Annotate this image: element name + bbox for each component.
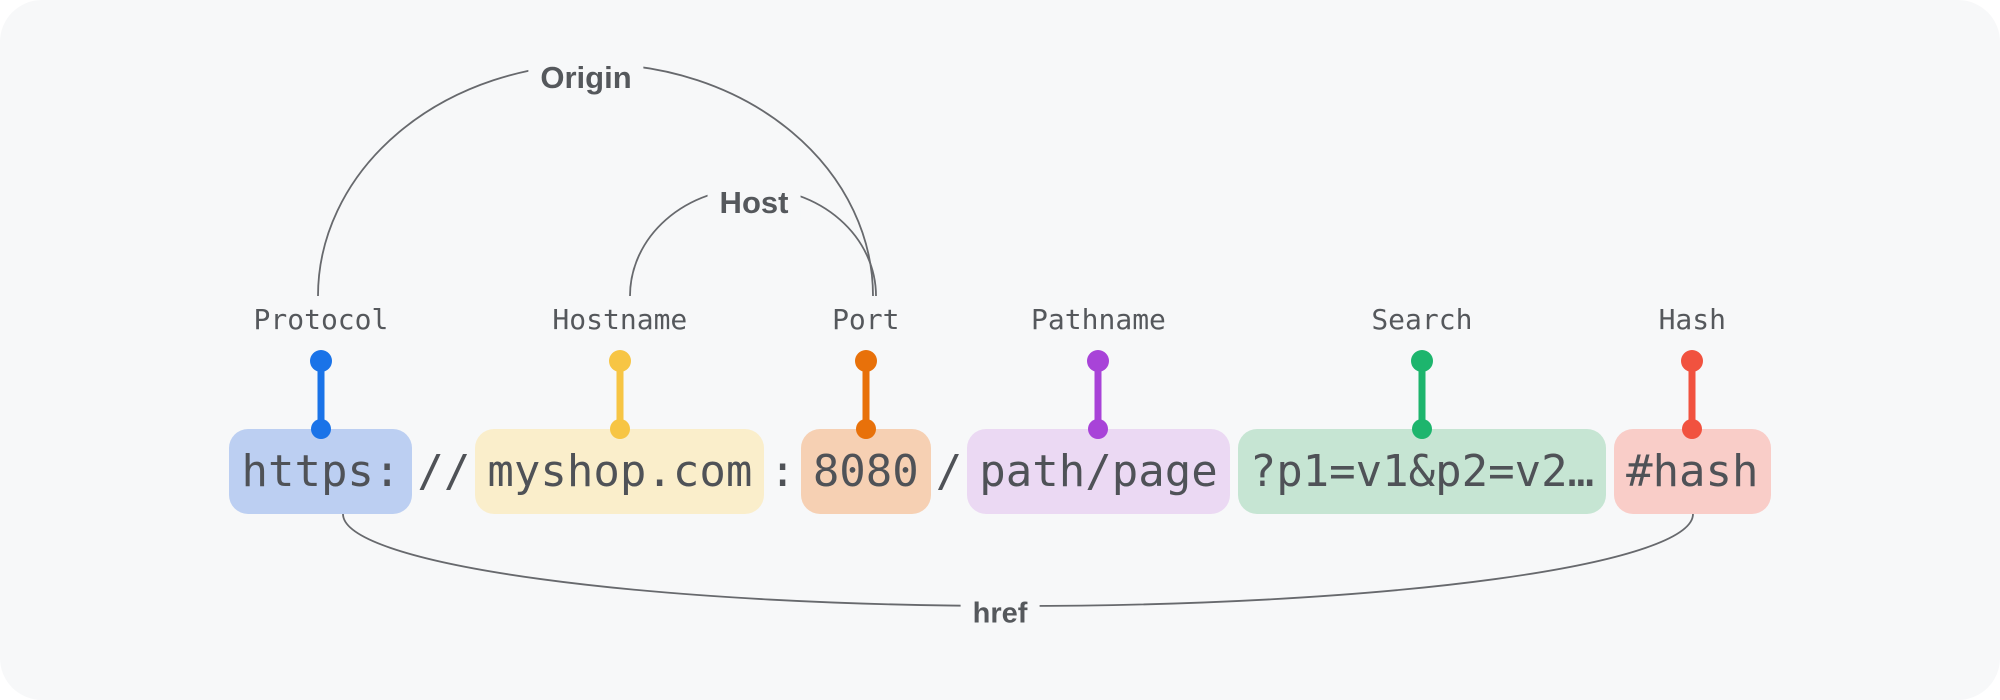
hash-text: #hash [1626,446,1759,497]
pin-stem [317,361,325,429]
hostname-pin-icon [608,350,631,439]
url-segment-pathname: Pathname path/page [967,303,1230,514]
hostname-label: Hostname [552,303,688,336]
url-segment-hash: Hash #hash [1614,303,1771,514]
url-separator-colon: : [768,429,797,514]
protocol-pin-icon [309,350,332,439]
pin-dot-top [1410,350,1433,372]
pin-stem [862,361,870,429]
pin-stem [616,361,624,429]
pathname-label: Pathname [1031,303,1166,336]
pin-dot-top [1087,350,1110,372]
pin-dot-bottom [310,419,331,439]
pin-dot-top [1681,350,1704,372]
search-text: ?p1=v1&p2=v2… [1249,446,1595,497]
url-segment-port: Port 8080 [800,303,931,514]
pin-dot-bottom [609,419,630,439]
pin-dot-bottom [855,419,876,439]
pin-dot-top [608,350,631,372]
url-separator-slashes: // [416,429,471,514]
pin-dot-bottom [1088,419,1109,439]
hostname-text: myshop.com [487,446,753,497]
pin-dot-top [309,350,332,372]
protocol-text: https: [241,446,401,497]
port-pin-icon [854,350,877,439]
pin-stem [1688,361,1696,429]
host-arc-label: Host [707,185,801,221]
separator-text: // [417,446,471,497]
port-text: 8080 [812,446,919,497]
pin-dot-bottom [1682,419,1703,439]
href-arc-label: href [960,597,1040,631]
origin-arc [317,63,874,297]
url-separator-slash: / [935,429,964,514]
hash-label: Hash [1658,303,1727,336]
protocol-label: Protocol [253,303,389,336]
separator-text: : [769,446,796,497]
pathname-text: path/page [979,446,1218,497]
origin-arc-label: Origin [528,60,644,96]
separator-text: / [935,446,963,497]
url-segment-hostname: Hostname myshop.com [475,303,765,514]
href-arc [342,513,1694,607]
pin-stem [1094,361,1102,429]
search-pin-icon [1410,350,1433,439]
port-label: Port [832,303,900,336]
search-label: Search [1371,303,1473,336]
url-segment-protocol: Protocol https: [229,303,413,514]
pin-stem [1418,361,1426,429]
hash-pin-icon [1681,350,1704,439]
pin-dot-top [854,350,877,372]
pathname-pin-icon [1087,350,1110,439]
url-segment-search: Search ?p1=v1&p2=v2… [1237,303,1607,514]
pin-dot-bottom [1411,419,1432,439]
url-bar: Protocol https: // Hostname myshop.com : [0,303,2000,514]
